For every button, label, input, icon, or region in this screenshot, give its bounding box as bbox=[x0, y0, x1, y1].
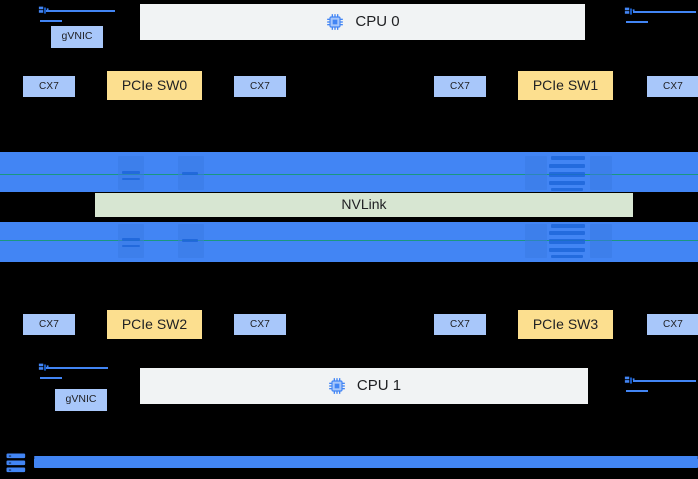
gvnic-leader-line-bottom-left bbox=[46, 367, 108, 369]
gpu-glyph bbox=[118, 224, 144, 258]
gpu-glyph bbox=[122, 245, 140, 247]
pcie-switch-0[interactable]: PCIe SW0 bbox=[107, 71, 202, 100]
pcie-switch-label: PCIe SW3 bbox=[532, 315, 599, 332]
nic-leader-line-bottom-right bbox=[633, 380, 696, 382]
cx7-nic-5[interactable]: CX7 bbox=[23, 314, 75, 335]
cpu-chip-icon bbox=[329, 378, 345, 394]
bottom-rail-edge bbox=[34, 456, 698, 458]
cx7-label: CX7 bbox=[449, 319, 471, 330]
nvlink-bar[interactable]: NVLink bbox=[95, 193, 633, 217]
cx7-nic-7[interactable]: CX7 bbox=[434, 314, 486, 335]
cx7-label: CX7 bbox=[249, 81, 271, 92]
cx7-label: CX7 bbox=[38, 319, 60, 330]
bottom-rail bbox=[34, 458, 698, 468]
gpu-glyph bbox=[549, 172, 585, 177]
cx7-label: CX7 bbox=[38, 81, 60, 92]
pcie-switch-1[interactable]: PCIe SW1 bbox=[518, 71, 613, 100]
cx7-nic-3[interactable]: CX7 bbox=[434, 76, 486, 97]
nic-leader-line-top-right bbox=[633, 11, 696, 13]
nic-port-icon bbox=[38, 363, 49, 371]
nic-port-icon bbox=[38, 6, 49, 14]
pcie-switch-2[interactable]: PCIe SW2 bbox=[107, 310, 202, 339]
gpu-glyph bbox=[182, 172, 198, 175]
gpu-band-top-line bbox=[0, 174, 698, 175]
gpu-glyph bbox=[549, 248, 585, 252]
cx7-nic-4[interactable]: CX7 bbox=[647, 76, 698, 97]
nic-leader-stub-top-right bbox=[626, 21, 648, 23]
gpu-glyph bbox=[549, 181, 585, 185]
gpu-glyph bbox=[122, 178, 140, 180]
gvnic-top-left[interactable]: gVNIC bbox=[51, 26, 103, 48]
cx7-label: CX7 bbox=[662, 81, 684, 92]
cpu-1-bar[interactable]: CPU 1 bbox=[140, 368, 588, 404]
nvlink-label: NVLink bbox=[341, 196, 387, 213]
cx7-label: CX7 bbox=[449, 81, 471, 92]
cpu-0-bar[interactable]: CPU 0 bbox=[140, 4, 585, 40]
gpu-band-bottom-line bbox=[0, 240, 698, 241]
gpu-glyph bbox=[122, 171, 140, 174]
gpu-glyph bbox=[122, 238, 140, 241]
gpu-glyph bbox=[551, 188, 583, 191]
cx7-nic-8[interactable]: CX7 bbox=[647, 314, 698, 335]
gvnic-label: gVNIC bbox=[65, 393, 97, 406]
pcie-switch-label: PCIe SW2 bbox=[121, 315, 188, 332]
cx7-label: CX7 bbox=[249, 319, 271, 330]
cpu-chip-icon bbox=[327, 14, 344, 30]
cx7-nic-2[interactable]: CX7 bbox=[234, 76, 286, 97]
gpu-glyph bbox=[549, 239, 585, 244]
gpu-glyph bbox=[551, 156, 585, 160]
gpu-glyph bbox=[525, 224, 547, 258]
gpu-glyph bbox=[182, 239, 198, 242]
gvnic-leader-stub-top-left bbox=[40, 20, 62, 22]
gpu-glyph bbox=[551, 255, 583, 258]
pcie-switch-label: PCIe SW1 bbox=[532, 76, 599, 93]
nic-port-icon bbox=[624, 376, 635, 384]
cx7-nic-6[interactable]: CX7 bbox=[234, 314, 286, 335]
cpu-1-label: CPU 1 bbox=[356, 376, 402, 394]
gpu-glyph bbox=[551, 224, 585, 228]
cx7-nic-1[interactable]: CX7 bbox=[23, 76, 75, 97]
cx7-label: CX7 bbox=[662, 319, 684, 330]
gvnic-label: gVNIC bbox=[61, 30, 93, 43]
gvnic-leader-stub-bottom-left bbox=[40, 377, 62, 379]
nic-leader-stub-bottom-right bbox=[626, 390, 648, 392]
nic-port-icon bbox=[624, 7, 635, 15]
gpu-glyph bbox=[549, 231, 585, 235]
pcie-switch-3[interactable]: PCIe SW3 bbox=[518, 310, 613, 339]
server-stack-icon bbox=[6, 453, 26, 473]
gpu-glyph bbox=[590, 224, 612, 258]
gvnic-leader-line-top-left bbox=[46, 10, 115, 12]
gpu-glyph bbox=[590, 156, 612, 190]
gpu-glyph bbox=[549, 164, 585, 168]
pcie-switch-label: PCIe SW0 bbox=[121, 76, 188, 93]
cpu-0-label: CPU 0 bbox=[355, 12, 400, 30]
gvnic-bottom-left[interactable]: gVNIC bbox=[55, 389, 107, 411]
gpu-glyph bbox=[525, 156, 547, 190]
